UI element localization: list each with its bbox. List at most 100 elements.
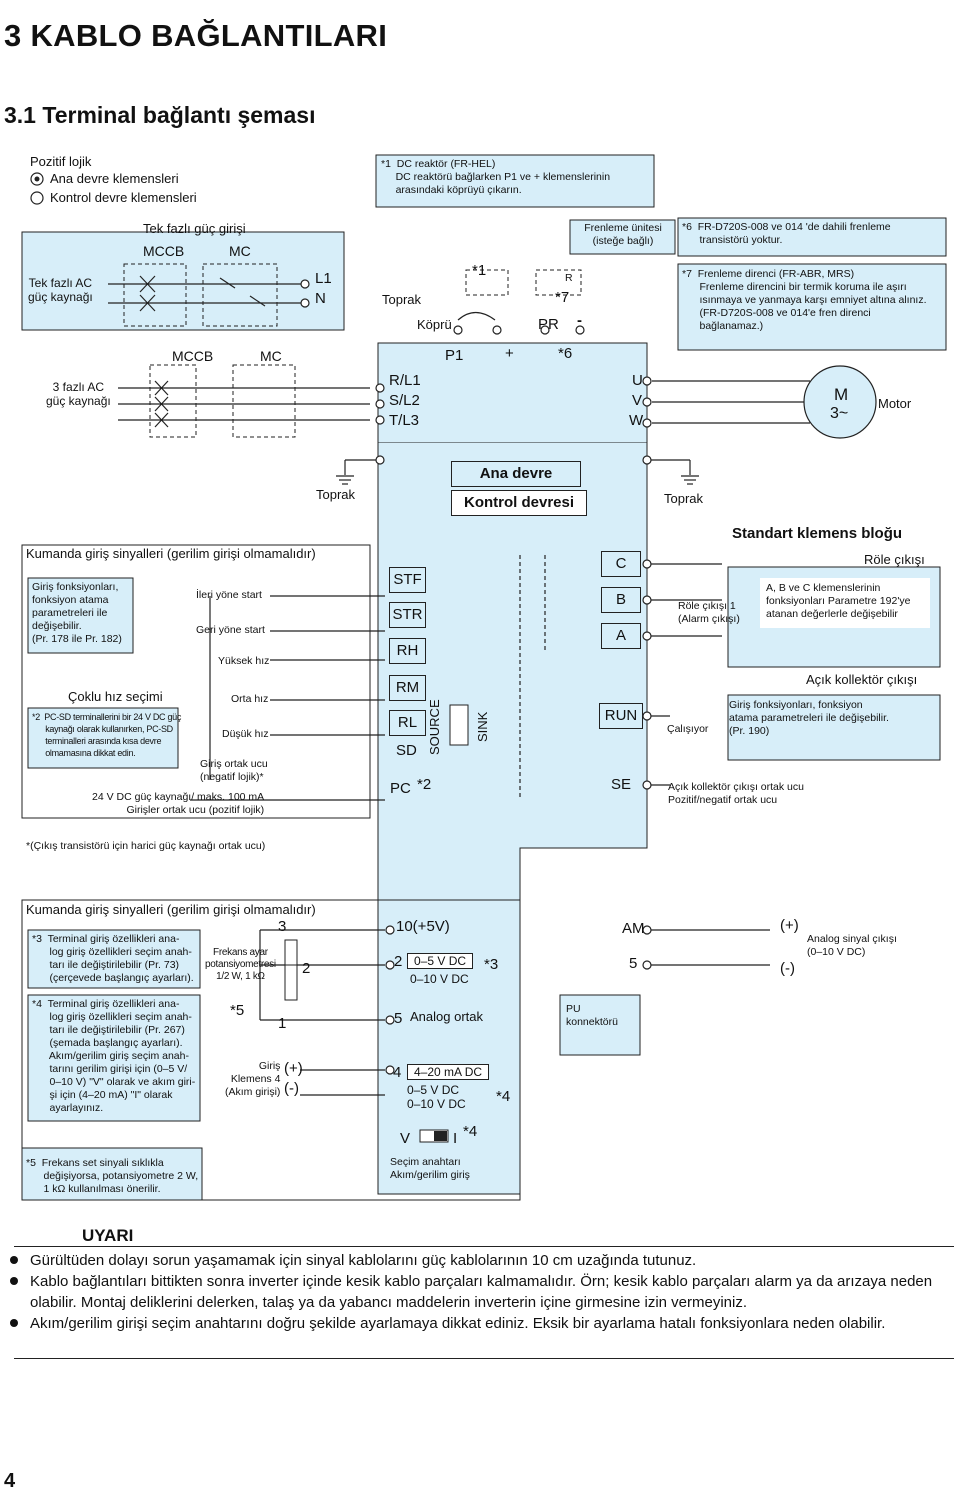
star3-label: *3 bbox=[484, 956, 499, 973]
high-speed-label: Yüksek hız bbox=[218, 655, 270, 667]
terminal-v: V bbox=[632, 392, 643, 409]
warning-divider bbox=[14, 1246, 954, 1247]
warning-text: Kablo bağlantıları bittikten sonra inver… bbox=[30, 1273, 933, 1311]
terminal-n: N bbox=[315, 290, 326, 307]
ground-label-top: Toprak bbox=[382, 292, 422, 307]
bullet-icon bbox=[10, 1256, 18, 1264]
note-7: *7 Frenleme direnci (FR-ABR, MRS) Frenle… bbox=[682, 268, 927, 332]
mccb-label-1: MCCB bbox=[143, 243, 185, 259]
terminal-minus: - bbox=[577, 312, 582, 329]
warning-divider-bottom bbox=[14, 1358, 954, 1359]
terminal-run: RUN bbox=[599, 703, 643, 729]
ground-label-right: Toprak bbox=[664, 491, 704, 506]
terminal-c: C bbox=[601, 551, 641, 577]
terminal-u: U bbox=[632, 372, 643, 389]
analog-out-minus: (-) bbox=[780, 960, 795, 977]
note-5: *5 Frekans set sinyali sıklıkla değişiyo… bbox=[26, 1157, 199, 1195]
forward-start-label: İleri yöne start bbox=[196, 589, 262, 601]
motor-3phase: 3~ bbox=[830, 405, 849, 422]
terminal-rm: RM bbox=[389, 675, 426, 701]
note-4: *4 Terminal giriş özellikleri ana- log g… bbox=[32, 998, 196, 1114]
terminal-rh: RH bbox=[389, 638, 426, 664]
pot-terminal-3: 3 bbox=[278, 918, 287, 935]
terminal-10: 10(+5V) bbox=[396, 918, 450, 935]
note-1: *1 DC reaktör (FR-HEL) DC reaktörü bağla… bbox=[381, 158, 611, 196]
analog-output-label: Analog sinyal çıkışı (0–10 V DC) bbox=[807, 933, 897, 958]
warning-item: Akım/gerilim girişi seçim anahtarını doğ… bbox=[8, 1313, 958, 1334]
terminal-p1: P1 bbox=[445, 347, 464, 364]
single-phase-input: Tek fazlı güç girişi bbox=[143, 221, 246, 236]
logic-label: Pozitif lojik bbox=[30, 154, 92, 169]
selector-switch-label: Seçim anahtarı Akım/gerilim giriş bbox=[390, 1156, 470, 1181]
terminal-l1: L1 bbox=[315, 270, 332, 287]
supply-label: 24 V DC güç kaynağı/ maks. 100 mA Girişl… bbox=[92, 791, 265, 816]
range-4-20ma: 4–20 mA DC bbox=[407, 1064, 490, 1080]
analog-out-plus: (+) bbox=[780, 917, 799, 934]
terminal-b: B bbox=[601, 587, 641, 613]
output-func-note: Giriş fonksiyonları, fonksiyon atama par… bbox=[729, 699, 889, 737]
bullet-icon bbox=[10, 1277, 18, 1285]
star6-label: *6 bbox=[558, 345, 573, 362]
standard-block-title: Standart klemens bloğu bbox=[732, 525, 903, 542]
func-assign-note: Giriş fonksiyonları, fonksiyon atama par… bbox=[32, 581, 122, 645]
warning-text: Gürültüden dolayı sorun yaşamamak için s… bbox=[30, 1252, 697, 1269]
three-phase-source: 3 fazlı AC güç kaynağı bbox=[46, 380, 111, 408]
terminal-4: 4 bbox=[393, 1064, 402, 1081]
motor-m: M bbox=[834, 385, 849, 404]
reverse-start-label: Geri yöne start bbox=[196, 624, 265, 636]
switch-i-label: I bbox=[453, 1130, 458, 1147]
mc-label-2: MC bbox=[260, 348, 282, 364]
terminal-stf: STF bbox=[389, 567, 426, 593]
terminal-a: A bbox=[601, 623, 641, 649]
pot-terminal-1: 1 bbox=[278, 1015, 287, 1032]
page-number: 4 bbox=[4, 1470, 16, 1492]
warning-text: Akım/gerilim girişi seçim anahtarını doğ… bbox=[30, 1315, 886, 1332]
star1-label: *1 bbox=[472, 262, 487, 279]
terminal-rl: RL bbox=[389, 710, 426, 736]
analog-cmd-inputs-title: Kumanda giriş sinyalleri (gerilim girişi… bbox=[26, 902, 316, 917]
mccb-label-2: MCCB bbox=[172, 348, 214, 364]
warning-list: Gürültüden dolayı sorun yaşamamak için s… bbox=[8, 1250, 958, 1334]
analog-common-label: Analog ortak bbox=[410, 1009, 483, 1024]
potentiometer-label: Frekans ayar potansiyometresi 1/2 W, 1 k… bbox=[205, 947, 276, 982]
star2-label: *2 bbox=[417, 776, 432, 793]
open-collector-label: Açık kollektör çıkışı bbox=[806, 672, 918, 687]
terminal-sd: SD bbox=[396, 742, 417, 759]
mc-label-1: MC bbox=[229, 243, 251, 259]
external-power-note: *(Çıkış transistörü için harici güç kayn… bbox=[26, 840, 266, 852]
main-circuit-label: Ana devre bbox=[451, 461, 581, 487]
terminal-se: SE bbox=[611, 776, 632, 793]
range-0-10v: 0–10 V DC bbox=[410, 972, 469, 986]
star4-label: *4 bbox=[496, 1088, 511, 1105]
relay1-label: Röle çıkışı 1 (Alarm çıkışı) bbox=[678, 600, 740, 625]
brake-r-label: R bbox=[565, 272, 573, 284]
main-terminals-legend: Ana devre klemensleri bbox=[50, 171, 179, 186]
terminal-t-l3: T/L3 bbox=[389, 412, 420, 429]
warning-item: Gürültüden dolayı sorun yaşamamak için s… bbox=[8, 1250, 958, 1271]
star7-label: *7 bbox=[555, 289, 570, 306]
oc-common-label: Açık kollektör çıkışı ortak ucu Pozitif/… bbox=[668, 781, 804, 806]
terminal-pc: PC bbox=[390, 780, 411, 797]
switch-star4: *4 bbox=[463, 1123, 478, 1140]
section-title: 3.1 Terminal bağlantı şeması bbox=[4, 102, 316, 128]
chapter-title: 3 KABLO BAĞLANTILARI bbox=[4, 18, 388, 53]
star5-label: *5 bbox=[230, 1002, 245, 1019]
terminal-5: 5 bbox=[394, 1010, 403, 1027]
input4-plus: (+) bbox=[284, 1060, 303, 1077]
motor-label: Motor bbox=[878, 396, 912, 411]
input4-label: Giriş Klemens 4 (Akım girişi) bbox=[225, 1060, 281, 1098]
bullet-icon bbox=[10, 1319, 18, 1327]
common-negative-label: Giriş ortak ucu (negatif lojik)* bbox=[200, 758, 268, 783]
sink-label: SINK bbox=[475, 711, 490, 742]
range-0-5v: 0–5 V DC bbox=[407, 953, 474, 969]
control-circuit-label: Kontrol devresi bbox=[451, 490, 587, 516]
pot-terminal-2: 2 bbox=[302, 960, 311, 977]
brake-unit-label: Frenleme ünitesi (isteğe bağlı) bbox=[584, 222, 662, 247]
running-label: Çalışıyor bbox=[667, 723, 709, 735]
switch-v-label: V bbox=[400, 1130, 411, 1147]
pu-connector-label: PU konnektörü bbox=[566, 1003, 618, 1028]
terminal-s-l2: S/L2 bbox=[389, 392, 420, 409]
source-label: SOURCE bbox=[427, 699, 442, 755]
warning-title: UYARI bbox=[82, 1226, 134, 1245]
range-0-5v-b: 0–5 V DC bbox=[407, 1083, 460, 1097]
